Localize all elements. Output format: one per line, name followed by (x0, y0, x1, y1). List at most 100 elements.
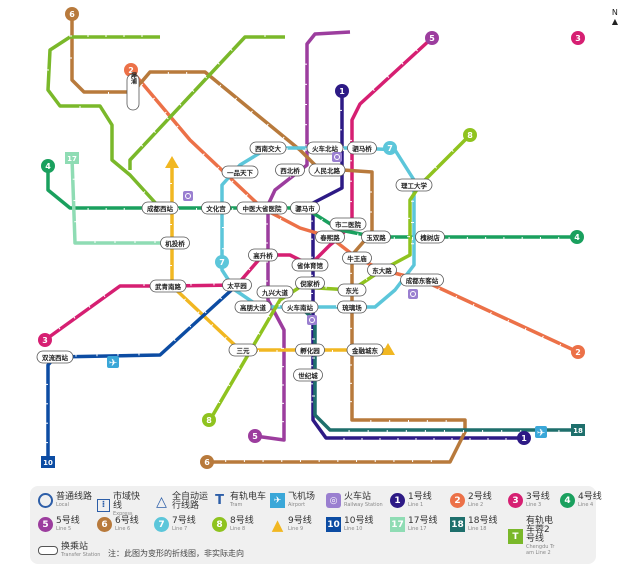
legend-label: 6号线 (115, 516, 139, 526)
station-tick (178, 102, 182, 106)
svg-text:6: 6 (69, 10, 75, 19)
line-10-route[interactable] (46, 283, 239, 462)
svg-text:8: 8 (467, 131, 473, 140)
line-5-badge[interactable]: 5 (248, 429, 262, 443)
transfer-station[interactable]: 西北桥 (275, 163, 305, 177)
transfer-station[interactable]: 春熙路 (315, 230, 345, 244)
station-name: 省体育馆 (296, 261, 324, 270)
line-8-badge[interactable]: 8 (463, 128, 477, 142)
line-18-badge[interactable]: 18 (571, 424, 585, 436)
line-t2-route[interactable] (46, 35, 162, 210)
transfer-station[interactable]: 省体育馆 (291, 258, 329, 272)
transfer-station[interactable]: 市二医院 (329, 217, 367, 231)
station-tick (558, 343, 562, 347)
station-tick (140, 143, 144, 147)
line-7-badge[interactable]: 7 (383, 141, 397, 155)
line-6-badge[interactable]: 6 (65, 7, 79, 21)
station-name: 牛王庙 (347, 254, 367, 263)
legend-label: 2号线 (468, 492, 492, 502)
legend-label: 全自动运行线路 (172, 492, 209, 511)
transfer-station[interactable]: 一品天下 (221, 165, 259, 179)
transfer-station[interactable]: 世纪城 (293, 368, 323, 382)
transfer-station[interactable]: 犀浦 (126, 71, 140, 111)
line-10-badge[interactable]: 10 (41, 456, 55, 468)
transfer-station[interactable]: 槐树店 (415, 230, 445, 244)
transfer-station[interactable]: 中医大省医院 (236, 201, 288, 215)
station-tick (234, 97, 238, 101)
station-name: 太平园 (226, 281, 247, 290)
line-2-badge[interactable]: 2 (571, 345, 585, 359)
line-17-route[interactable] (70, 157, 175, 245)
line-1-route[interactable] (311, 91, 524, 440)
line-9-terminal-icon (165, 156, 179, 168)
transfer-station[interactable]: 驷马桥 (347, 141, 377, 155)
line-5-badge[interactable]: 5 (425, 31, 439, 45)
station-name: 琉璃场 (342, 303, 362, 312)
transfer-station[interactable]: 太平园 (222, 278, 252, 292)
line-17-badge[interactable]: 17 (65, 152, 79, 164)
station-tick (151, 97, 155, 101)
transfer-station[interactable]: 人民北路 (308, 163, 346, 177)
station-name: 武青南路 (155, 282, 182, 291)
transfer-station[interactable]: 孵化园 (295, 343, 325, 357)
legend-label: 9号线 (288, 516, 312, 526)
transfer-station[interactable]: 成都东客站 (400, 273, 444, 287)
transfer-station[interactable]: 东大路 (367, 263, 397, 277)
station-name: 高升桥 (253, 251, 273, 260)
svg-text:✈: ✈ (109, 358, 117, 369)
transfer-station[interactable]: 理工大学 (395, 178, 433, 192)
line-4-badge[interactable]: 4 (41, 159, 55, 173)
line-8-badge[interactable]: 8 (202, 413, 216, 427)
transfer-station[interactable]: 琉璃场 (337, 300, 367, 314)
station-tick (245, 194, 248, 197)
station-name: 金融城东 (351, 346, 379, 355)
station-name: 犀浦 (130, 71, 138, 85)
line-2-badge[interactable]: 2 (124, 63, 138, 77)
station-tick (400, 61, 404, 65)
transfer-station[interactable]: 东光 (337, 283, 367, 297)
svg-text:7: 7 (387, 144, 393, 153)
station-tick (163, 111, 167, 115)
transfer-station[interactable]: 武青南路 (149, 279, 187, 293)
transfer-station[interactable]: 牛王庙 (342, 251, 372, 265)
svg-text:2: 2 (128, 66, 134, 75)
legend-label: 3号线 (526, 492, 550, 502)
svg-text:5: 5 (252, 432, 258, 441)
station-tick (454, 295, 458, 299)
transfer-station[interactable]: 成都西站 (141, 201, 179, 215)
line-3-badge[interactable]: 3 (571, 31, 585, 45)
station-name: 东光 (346, 286, 360, 295)
station-tick (356, 233, 359, 237)
transfer-station[interactable]: 机投桥 (160, 236, 190, 250)
line-1-badge[interactable]: 1 (517, 431, 531, 445)
station-tick (281, 136, 285, 140)
transfer-station[interactable]: 文化宫 (201, 201, 231, 215)
station-tick (450, 149, 454, 153)
transfer-station[interactable]: 骡马市 (290, 201, 320, 215)
transfer-station[interactable]: 双流西站 (36, 350, 74, 364)
transfer-station[interactable]: 高朋大道 (234, 300, 272, 314)
transfer-station[interactable]: 九兴大道 (256, 285, 294, 299)
svg-text:2: 2 (575, 348, 581, 357)
transfer-station[interactable]: 金融城东 (346, 343, 384, 357)
line-18-route[interactable] (298, 305, 578, 432)
line-6-badge[interactable]: 6 (200, 455, 214, 469)
line-1-badge[interactable]: 1 (335, 84, 349, 98)
line-7-badge[interactable]: 7 (215, 255, 229, 269)
line-9-icon: ▲ (271, 515, 284, 534)
line-3-badge[interactable]: 3 (38, 333, 52, 347)
transfer-station[interactable]: 三元 (228, 343, 258, 357)
line-4-badge[interactable]: 4 (570, 230, 584, 244)
transfer-station[interactable]: 火车北站 (306, 141, 344, 155)
transfer-station[interactable]: 火车南站 (281, 300, 319, 314)
station-tick (218, 84, 222, 88)
transfer-station[interactable]: 倪家桥 (295, 276, 325, 290)
transfer-station[interactable]: 西南交大 (249, 141, 287, 155)
transfer-station[interactable]: 玉双路 (361, 230, 391, 244)
station-tick (267, 315, 271, 318)
transfer-station[interactable]: 高升桥 (248, 248, 278, 262)
